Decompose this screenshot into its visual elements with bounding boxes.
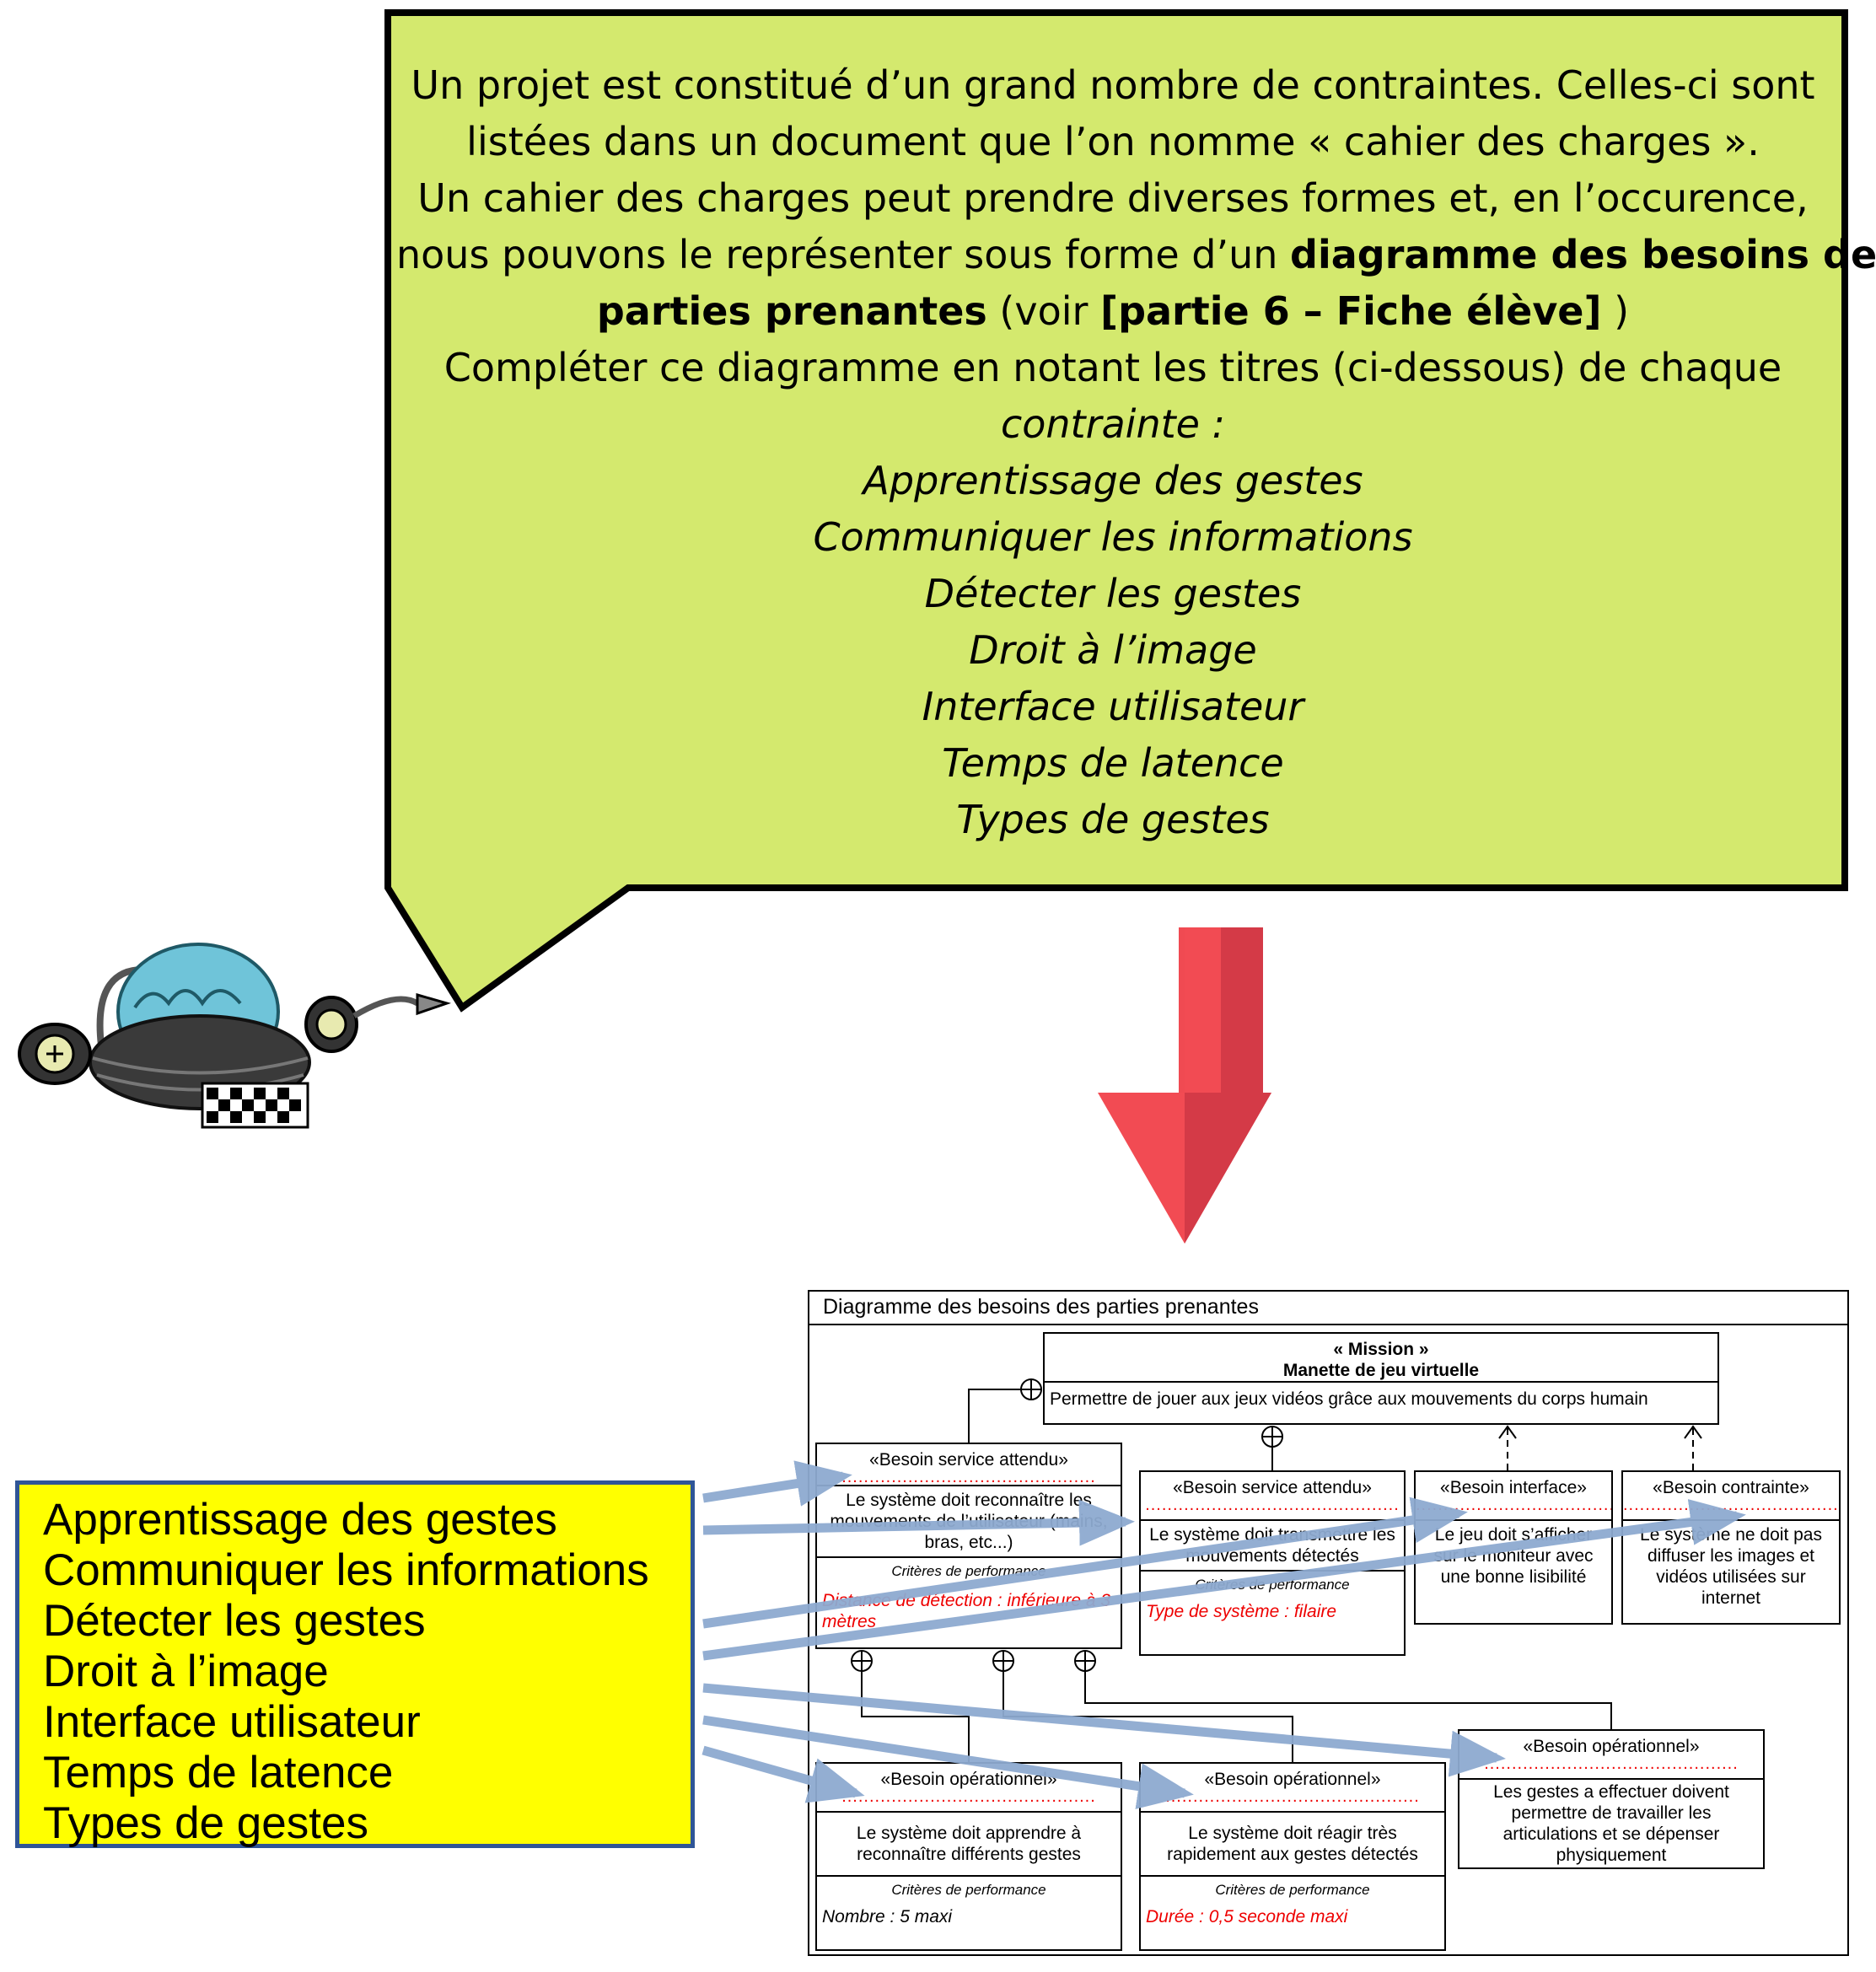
bubble-bold-span: [partie 6 – Fiche élève] xyxy=(1100,288,1602,334)
bubble-line: nous pouvons le représenter sous forme d… xyxy=(396,227,1876,283)
speech-bubble xyxy=(384,9,1848,1013)
arrow-4 xyxy=(702,1499,1746,1661)
need-stereotype: «Besoin opérationnel» xyxy=(1204,1770,1381,1789)
need-block-7: «Besoin opérationnel» ..................… xyxy=(1458,1729,1765,1869)
need-stereotype: «Besoin opérationnel» xyxy=(1523,1737,1700,1756)
need-title-placeholder: ........................................… xyxy=(1484,1758,1739,1771)
criteria-label: Critères de performance xyxy=(1215,1882,1370,1898)
need-text: Le système doit apprendre à reconnaître … xyxy=(856,1824,1082,1864)
bubble-title: Droit à l’image xyxy=(969,627,1257,673)
bubble-title: Détecter les gestes xyxy=(924,571,1302,616)
arrow-3 xyxy=(702,1496,1468,1629)
arrow-7 xyxy=(701,1745,865,1803)
need-block-6: «Besoin opérationnel» ..................… xyxy=(1139,1762,1446,1951)
arrow-5 xyxy=(702,1683,1506,1777)
down-arrow-icon xyxy=(1098,927,1271,1244)
mission-description: Permettre de jouer aux jeux vidéos grâce… xyxy=(1045,1381,1717,1416)
need-stereotype: «Besoin interface» xyxy=(1440,1478,1587,1497)
mission-name: Manette de jeu virtuelle xyxy=(1282,1361,1480,1380)
answer-title: Temps de latence xyxy=(43,1748,394,1797)
need-text: Le système ne doit pas diffuser les imag… xyxy=(1640,1525,1822,1608)
mission-stereotype: « Mission » xyxy=(1333,1340,1429,1359)
bubble-text-span: nous pouvons le représenter sous forme d… xyxy=(396,232,1291,277)
bubble-text-span: (voir xyxy=(986,288,1101,334)
need-stereotype: «Besoin service attendu» xyxy=(1173,1478,1372,1497)
need-title-placeholder: ........................................… xyxy=(841,1791,1096,1804)
answer-title: Apprentissage des gestes xyxy=(43,1495,557,1545)
need-stereotype: «Besoin opérationnel» xyxy=(880,1770,1057,1789)
bubble-title: Communiquer les informations xyxy=(813,514,1413,560)
bubble-instructions: Un projet est constitué d’un grand nombr… xyxy=(396,57,1876,848)
bubble-line: Un cahier des charges peut prendre diver… xyxy=(417,175,1809,221)
need-block-5: «Besoin opérationnel» ..................… xyxy=(815,1762,1122,1951)
containment-lines xyxy=(851,1378,1702,1762)
answer-arrows xyxy=(701,1460,1746,1809)
need-stereotype: «Besoin service attendu» xyxy=(869,1450,1068,1470)
bubble-line: Un projet est constitué d’un grand nombr… xyxy=(411,62,1815,108)
bubble-line: Compléter ce diagramme en notant les tit… xyxy=(443,345,1782,390)
bubble-line: listées dans un document que l’on nomme … xyxy=(466,119,1760,164)
need-title-placeholder: ........................................… xyxy=(1145,1499,1400,1513)
diagram-title-divider xyxy=(808,1324,1849,1325)
bubble-bold-span: diagramme des besoins des xyxy=(1290,232,1876,277)
criteria-value: Type de système : filaire xyxy=(1146,1602,1337,1621)
criteria-value: Durée : 0,5 seconde maxi xyxy=(1146,1907,1348,1926)
bubble-text-span: ) xyxy=(1601,288,1630,334)
answer-title: Types de gestes xyxy=(43,1798,368,1848)
need-title-placeholder: ........................................… xyxy=(1165,1791,1420,1804)
diagram-title: Diagramme des besoins des parties prenan… xyxy=(823,1295,1259,1319)
mission-block: « Mission » Manette de jeu virtuelle Per… xyxy=(1043,1332,1719,1425)
bubble-title: Temps de latence xyxy=(942,740,1284,786)
criteria-label: Critères de performance xyxy=(891,1882,1046,1898)
answer-title: Droit à l’image xyxy=(43,1647,329,1696)
answer-title: Détecter les gestes xyxy=(43,1596,426,1646)
robot-brain-icon xyxy=(18,943,452,1129)
need-title-placeholder: ........................................… xyxy=(841,1471,1096,1485)
need-block-4: «Besoin contrainte» ....................… xyxy=(1621,1470,1841,1625)
bubble-title: Interface utilisateur xyxy=(922,684,1304,729)
answer-title: Interface utilisateur xyxy=(43,1697,421,1747)
bubble-line: parties prenantes (voir [partie 6 – Fich… xyxy=(396,283,1830,340)
arrow-1 xyxy=(702,1460,852,1507)
bubble-title: Apprentissage des gestes xyxy=(863,458,1363,503)
bubble-bold-span: parties prenantes xyxy=(596,288,987,334)
bubble-line: contrainte : xyxy=(1000,401,1226,447)
need-text: Les gestes a effectuer doivent permettre… xyxy=(1493,1782,1729,1865)
criteria-value: Nombre : 5 maxi xyxy=(822,1907,953,1926)
need-stereotype: «Besoin contrainte» xyxy=(1653,1478,1809,1497)
arrow-6 xyxy=(702,1715,1194,1809)
arrow-2 xyxy=(702,1499,1135,1546)
answer-titles-box: Apprentissage des gestes Communiquer les… xyxy=(15,1480,695,1848)
need-text: Le système doit réagir très rapidement a… xyxy=(1167,1824,1418,1864)
answer-title: Communiquer les informations xyxy=(43,1545,649,1595)
bubble-title: Types de gestes xyxy=(956,797,1270,842)
diagram-frame xyxy=(808,1290,1849,1956)
